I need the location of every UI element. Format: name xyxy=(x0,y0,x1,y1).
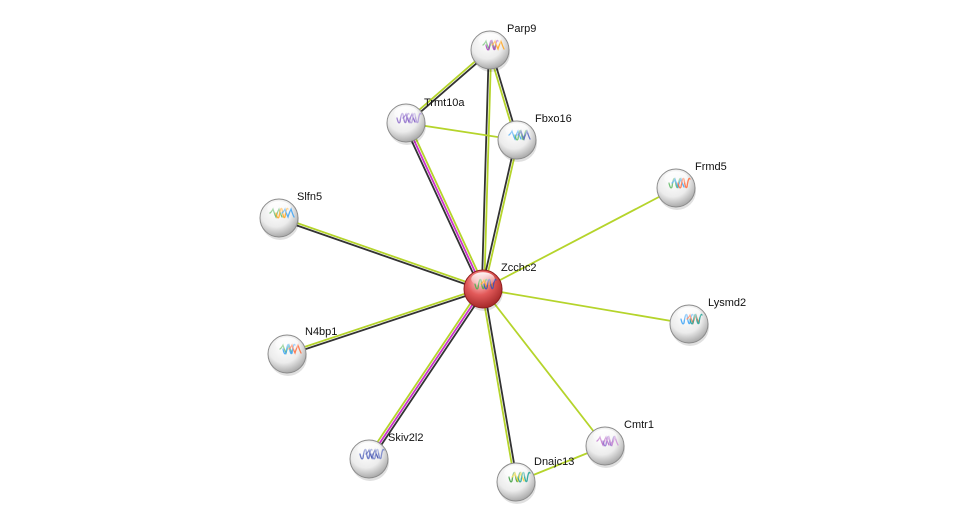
edge-line-textmining xyxy=(482,288,606,447)
edge-line-textmining xyxy=(482,288,690,325)
edge-zcchc2-fbxo16[interactable] xyxy=(480,138,520,291)
edge-layer xyxy=(277,48,690,484)
node-gloss xyxy=(478,33,502,47)
edge-line-textmining xyxy=(285,286,484,354)
node-dnajc13[interactable]: Dnajc13 xyxy=(496,456,574,504)
node-gloss xyxy=(471,272,495,286)
node-label-dnajc13[interactable]: Dnajc13 xyxy=(534,456,574,468)
edge-line-coexpression xyxy=(286,289,485,357)
edge-line-textmining xyxy=(483,49,493,290)
node-gloss xyxy=(677,307,701,321)
edge-zcchc2-frmd5[interactable] xyxy=(482,187,677,290)
node-label-slfn5[interactable]: Slfn5 xyxy=(297,191,322,203)
edge-line-textmining xyxy=(407,121,487,289)
node-skiv2l2[interactable]: Skiv2l2 xyxy=(349,432,423,481)
node-label-n4bp1[interactable]: N4bp1 xyxy=(305,326,337,338)
node-layer: Zcchc2 Parp9Trmt10aFbxo16Frmd5Slfn5Lysmd2… xyxy=(259,23,746,504)
edge-zcchc2-lysmd2[interactable] xyxy=(482,288,690,325)
node-label-lysmd2[interactable]: Lysmd2 xyxy=(708,297,746,309)
node-label-parp9[interactable]: Parp9 xyxy=(507,23,536,35)
node-label-frmd5[interactable]: Frmd5 xyxy=(695,161,727,173)
node-label-skiv2l2[interactable]: Skiv2l2 xyxy=(388,432,423,444)
node-fbxo16[interactable]: Fbxo16 xyxy=(497,113,572,162)
node-gloss xyxy=(505,123,529,137)
node-slfn5[interactable]: Slfn5 xyxy=(259,191,322,240)
node-gloss xyxy=(593,429,617,443)
edge-zcchc2-dnajc13[interactable] xyxy=(480,287,519,484)
edge-zcchc2-skiv2l2[interactable] xyxy=(366,286,486,462)
node-label-zcchc2[interactable]: Zcchc2 xyxy=(501,262,536,274)
edge-line-coexpression xyxy=(370,289,486,462)
edge-line-coexpression xyxy=(480,138,517,290)
edge-line-textmining xyxy=(278,215,485,289)
node-n4bp1[interactable]: N4bp1 xyxy=(267,326,337,376)
edge-line-textmining xyxy=(482,187,677,290)
edge-line-textmining xyxy=(366,286,482,459)
node-gloss xyxy=(275,337,299,351)
edge-line-coexpression xyxy=(277,218,484,292)
edge-line-coexpression xyxy=(483,287,519,483)
edge-line-experiments xyxy=(368,288,484,460)
node-parp9[interactable]: Parp9 xyxy=(470,23,536,72)
node-zcchc2[interactable]: Zcchc2 xyxy=(463,262,536,311)
edge-line-textmining xyxy=(483,139,520,291)
node-label-trmt10a[interactable]: Trmt10a xyxy=(424,97,465,109)
node-frmd5[interactable]: Frmd5 xyxy=(656,161,727,210)
node-gloss xyxy=(664,171,688,185)
node-lysmd2[interactable]: Lysmd2 xyxy=(669,297,746,346)
edge-zcchc2-parp9[interactable] xyxy=(480,49,493,290)
node-gloss xyxy=(267,201,291,215)
edge-line-coexpression xyxy=(402,123,482,291)
node-gloss xyxy=(504,465,528,479)
node-cmtr1[interactable]: Cmtr1 xyxy=(585,419,654,468)
node-gloss xyxy=(357,442,381,456)
edge-zcchc2-cmtr1[interactable] xyxy=(482,288,606,447)
edge-zcchc2-slfn5[interactable] xyxy=(277,215,485,292)
edge-line-experiments xyxy=(405,122,484,290)
edge-line-textmining xyxy=(480,288,516,484)
node-label-cmtr1[interactable]: Cmtr1 xyxy=(624,419,654,431)
edge-zcchc2-trmt10a[interactable] xyxy=(402,121,487,291)
node-gloss xyxy=(394,106,418,120)
node-label-fbxo16[interactable]: Fbxo16 xyxy=(535,113,572,125)
edge-zcchc2-n4bp1[interactable] xyxy=(285,286,485,357)
edge-line-coexpression xyxy=(480,49,490,290)
node-trmt10a[interactable]: Trmt10a xyxy=(386,97,465,145)
